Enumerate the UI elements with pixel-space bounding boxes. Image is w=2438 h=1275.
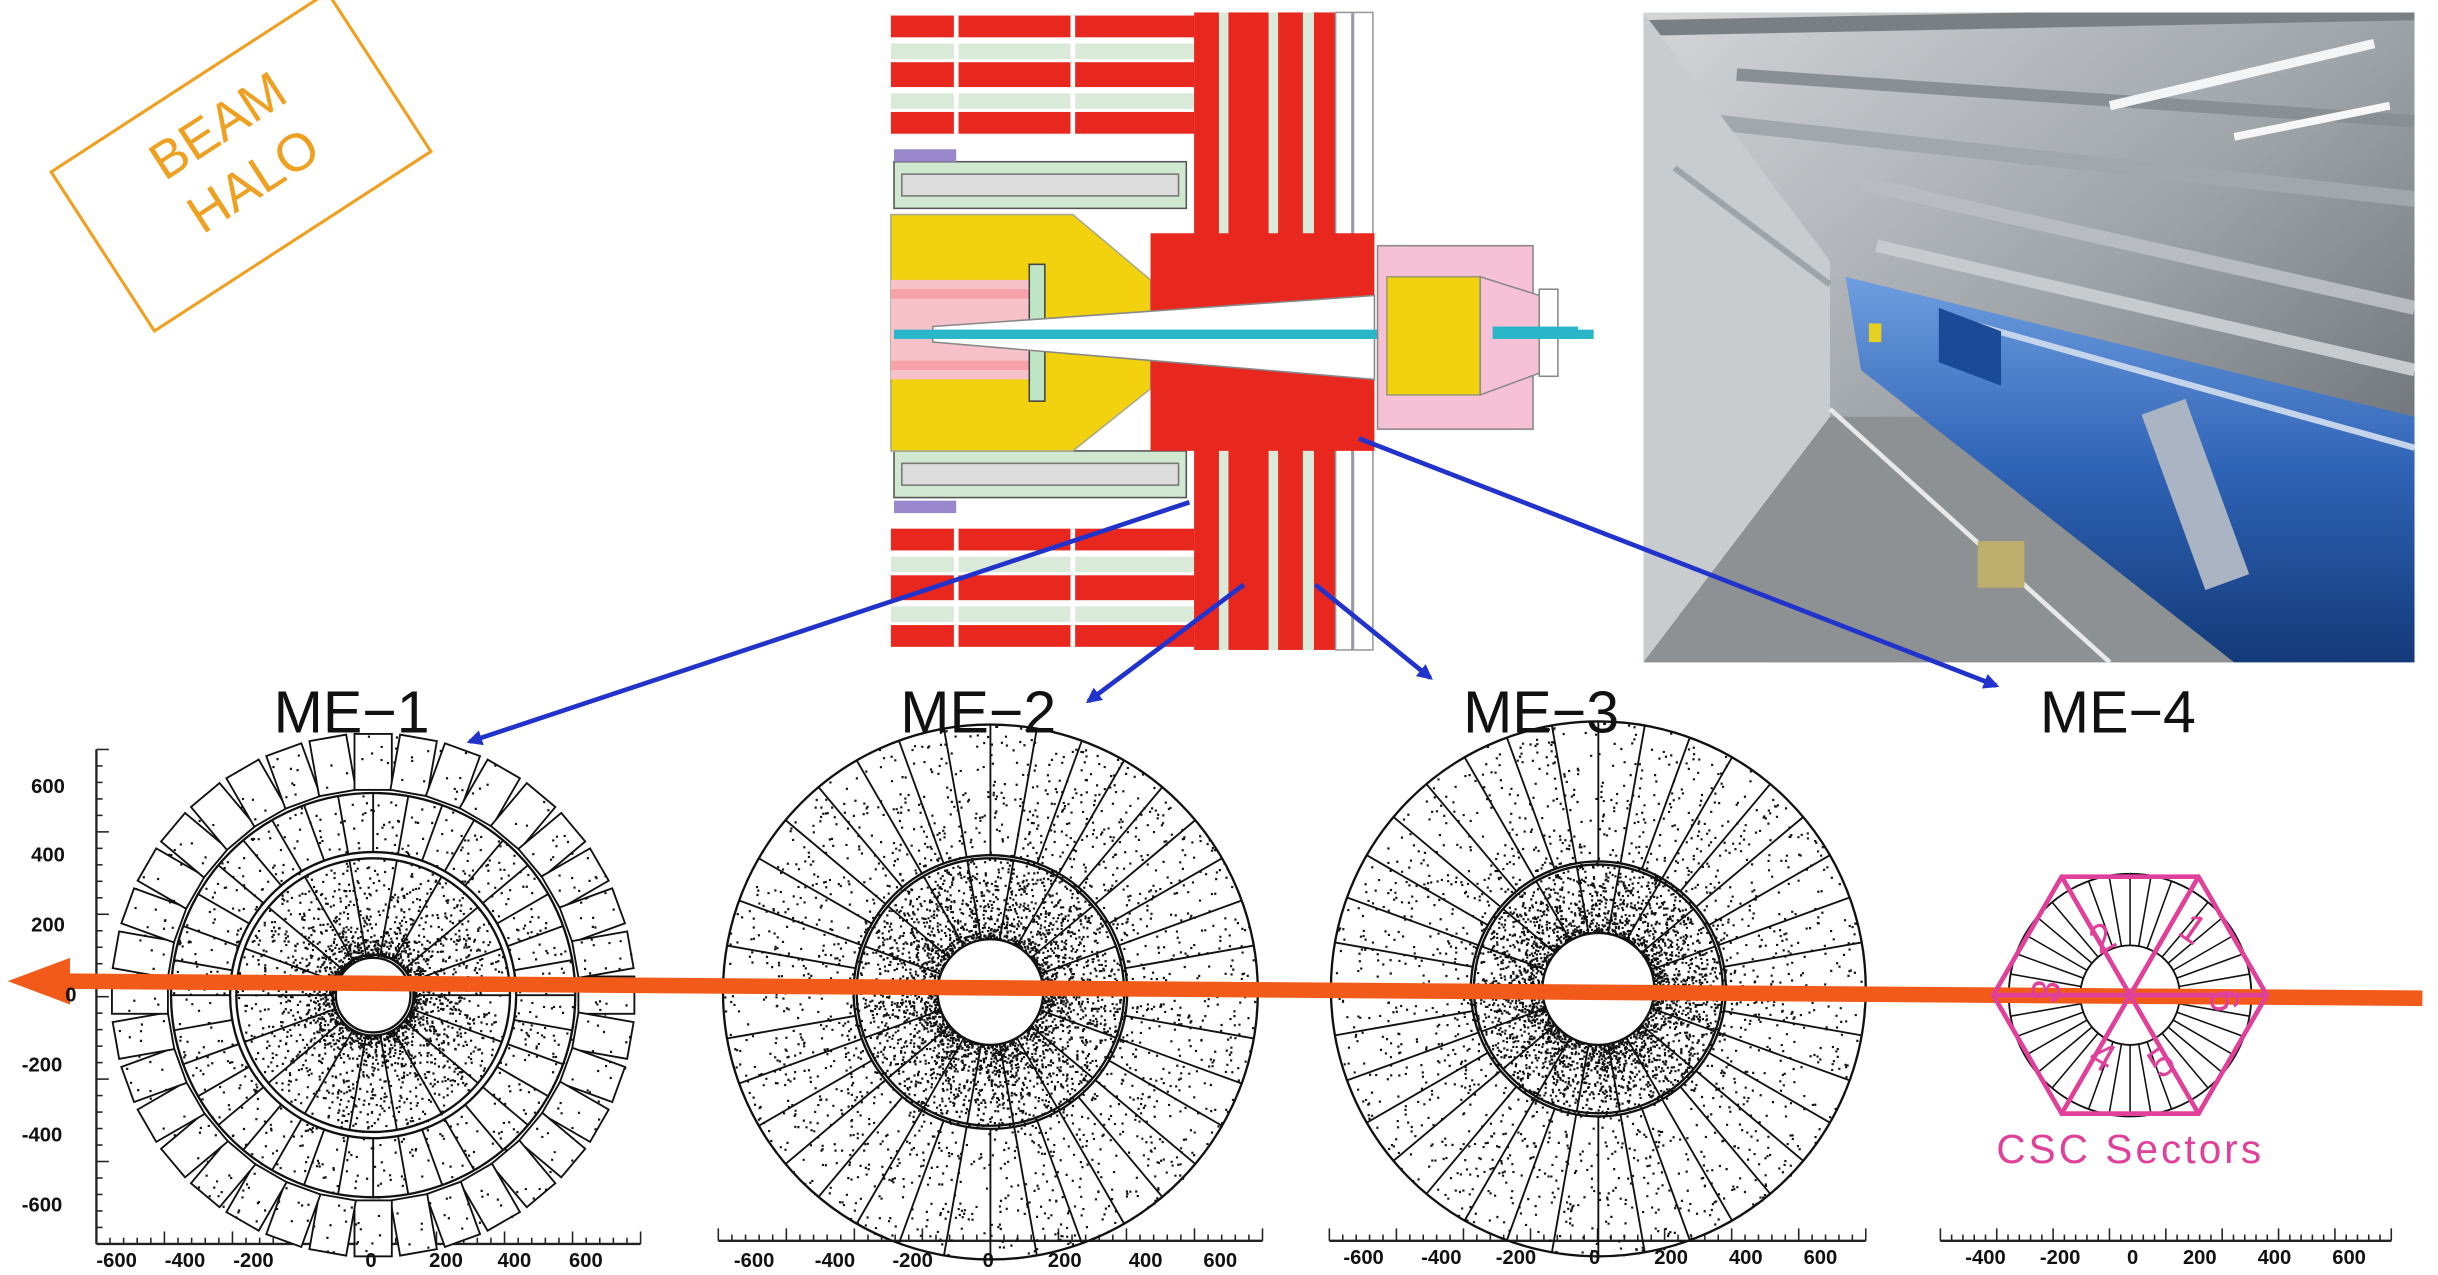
x-tick: 600 (569, 1248, 603, 1272)
x-tick: -200 (2039, 1245, 2081, 1269)
x-tick: 200 (2182, 1245, 2217, 1269)
x-tick: 400 (497, 1248, 532, 1272)
x-tick: -200 (1495, 1245, 1537, 1269)
barrel-yoke-top (890, 15, 1195, 137)
y-tick: -400 (21, 1122, 63, 1146)
x-tick: -600 (96, 1248, 137, 1272)
label-me3: ME−3 (1463, 681, 1620, 747)
y-tick: 400 (31, 842, 65, 867)
me3-hits-inner (1471, 861, 1728, 1118)
x-tick: 0 (2126, 1245, 2139, 1269)
x-tick: 600 (1203, 1248, 1238, 1272)
me1-ring2 (169, 791, 577, 1199)
y-tick: -600 (21, 1192, 63, 1216)
detector-panels (95, 720, 2393, 1261)
label-me2: ME−2 (900, 681, 1057, 747)
arrow-to-me2 (1085, 582, 1246, 704)
x-tick: 0 (1589, 1245, 1601, 1269)
x-tick: 200 (429, 1248, 463, 1272)
x-tick: -200 (233, 1248, 274, 1272)
y-tick: 200 (31, 912, 65, 937)
panel-axes (1939, 1228, 2393, 1242)
csc-sector-divider (2059, 993, 2133, 1115)
y-tick: 0 (65, 982, 77, 1007)
lhc-tunnel-photo (1643, 12, 2415, 663)
cms-cross-section (889, 11, 1594, 651)
label-me1: ME−1 (273, 681, 430, 747)
x-tick: 600 (1803, 1245, 1838, 1269)
x-tick: 200 (1047, 1248, 1082, 1272)
arrow-to-me1 (466, 500, 1191, 746)
x-tick: 400 (2257, 1245, 2292, 1269)
x-tick: 0 (365, 1248, 377, 1272)
barrel-yoke-bottom (890, 528, 1195, 647)
x-tick: -400 (164, 1248, 206, 1272)
x-tick: -400 (1421, 1245, 1462, 1269)
csc-sectors-label: CSC Sectors (1996, 1125, 2265, 1173)
csc-sector-divider (2128, 993, 2201, 1115)
x-tick: 400 (1728, 1245, 1763, 1269)
x-tick: -600 (733, 1248, 775, 1272)
y-tick: 600 (31, 774, 65, 798)
csc-sectors-diagram (1990, 874, 2270, 1116)
pointer-arrows (466, 436, 2000, 746)
y-tick: -200 (21, 1052, 63, 1076)
csc-sector-divider (2059, 875, 2133, 997)
x-tick: -400 (1965, 1245, 2006, 1269)
label-me4: ME−4 (2039, 681, 2196, 747)
x-tick: 0 (982, 1248, 994, 1272)
x-tick: 600 (2332, 1245, 2366, 1269)
me1-hits-inner (236, 859, 508, 1134)
x-tick: -200 (892, 1248, 933, 1272)
x-tick: 200 (1654, 1245, 1689, 1269)
csc-sector-divider (2128, 875, 2201, 997)
me1-outer-chambers (111, 732, 636, 1258)
arrow-to-me3 (1313, 582, 1433, 680)
arrow-to-me4 (1358, 436, 2000, 689)
x-tick: 400 (1128, 1248, 1163, 1272)
x-tick: -600 (1343, 1245, 1384, 1269)
x-tick: -400 (814, 1248, 856, 1272)
